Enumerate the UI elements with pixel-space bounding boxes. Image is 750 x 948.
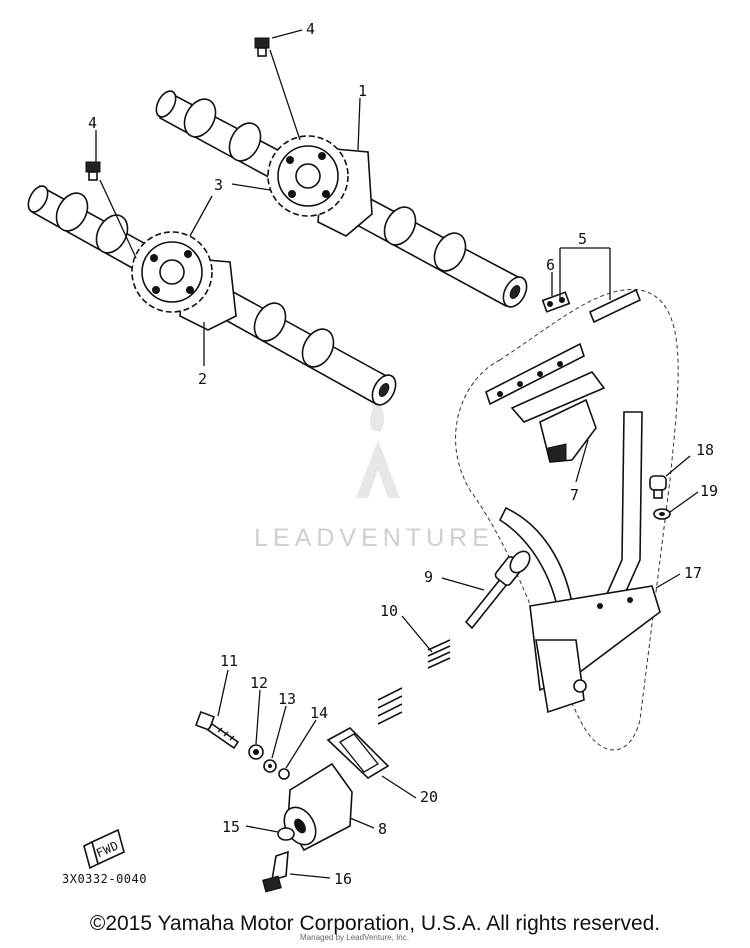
- washer-19[interactable]: [653, 508, 671, 520]
- bolt-11[interactable]: [195, 711, 240, 750]
- callout-13: 13: [278, 690, 296, 708]
- spring-small[interactable]: [427, 639, 451, 669]
- callout-7: 7: [570, 486, 579, 504]
- bolt-lower[interactable]: [85, 161, 101, 181]
- tensioner-rod[interactable]: [464, 548, 534, 630]
- sprocket-lower[interactable]: [131, 231, 213, 313]
- leader-lines: [95, 29, 699, 879]
- sprocket-upper[interactable]: [267, 135, 349, 217]
- bolt-16[interactable]: [262, 850, 289, 893]
- gasket-20[interactable]: [326, 727, 390, 779]
- watermark-text: LEADVENTURE: [254, 524, 494, 552]
- callout-16: 16: [334, 870, 352, 888]
- callout-10: 10: [380, 602, 398, 620]
- cap-15[interactable]: [277, 827, 295, 841]
- bolt-upper[interactable]: [254, 37, 270, 57]
- callout-20: 20: [420, 788, 438, 806]
- callout-8: 8: [378, 820, 387, 838]
- callout-1: 1: [358, 82, 367, 100]
- nut-12[interactable]: [248, 744, 264, 760]
- watermark-logo: [356, 396, 400, 498]
- callout-17: 17: [684, 564, 702, 582]
- callout-15: 15: [222, 818, 240, 836]
- callout-3: 3: [214, 176, 223, 194]
- fwd-arrow-icon: FWD: [83, 828, 125, 870]
- callout-5: 5: [578, 230, 587, 248]
- spring-large[interactable]: [377, 687, 403, 725]
- timing-chain[interactable]: [485, 288, 642, 406]
- bolt-18[interactable]: [649, 475, 667, 499]
- small-note: Managed by LeadVenture, Inc.: [300, 933, 409, 942]
- callout-11: 11: [220, 652, 238, 670]
- o-ring-14[interactable]: [278, 768, 290, 780]
- callout-4-lower: 4: [88, 114, 97, 132]
- copyright-footer: ©2015 Yamaha Motor Corporation, U.S.A. A…: [89, 912, 661, 935]
- callout-6: 6: [546, 256, 555, 274]
- callout-4-upper: 4: [306, 20, 315, 38]
- callout-19: 19: [700, 482, 718, 500]
- chain-guide-assembly[interactable]: [498, 411, 661, 714]
- chain-guide-top[interactable]: [510, 371, 606, 463]
- diagram-code: 3X0332-0040: [62, 872, 147, 886]
- callout-labels: 1 2 3 4 4 5 6 7 8 9 10 11 12 13 14 15 16…: [88, 20, 718, 888]
- callout-12: 12: [250, 674, 268, 692]
- washer-13[interactable]: [263, 759, 277, 773]
- callout-9: 9: [424, 568, 433, 586]
- callout-2: 2: [198, 370, 207, 388]
- callout-18: 18: [696, 441, 714, 459]
- callout-14: 14: [310, 704, 328, 722]
- timing-chain-outline: [455, 289, 679, 751]
- master-link[interactable]: [541, 291, 571, 313]
